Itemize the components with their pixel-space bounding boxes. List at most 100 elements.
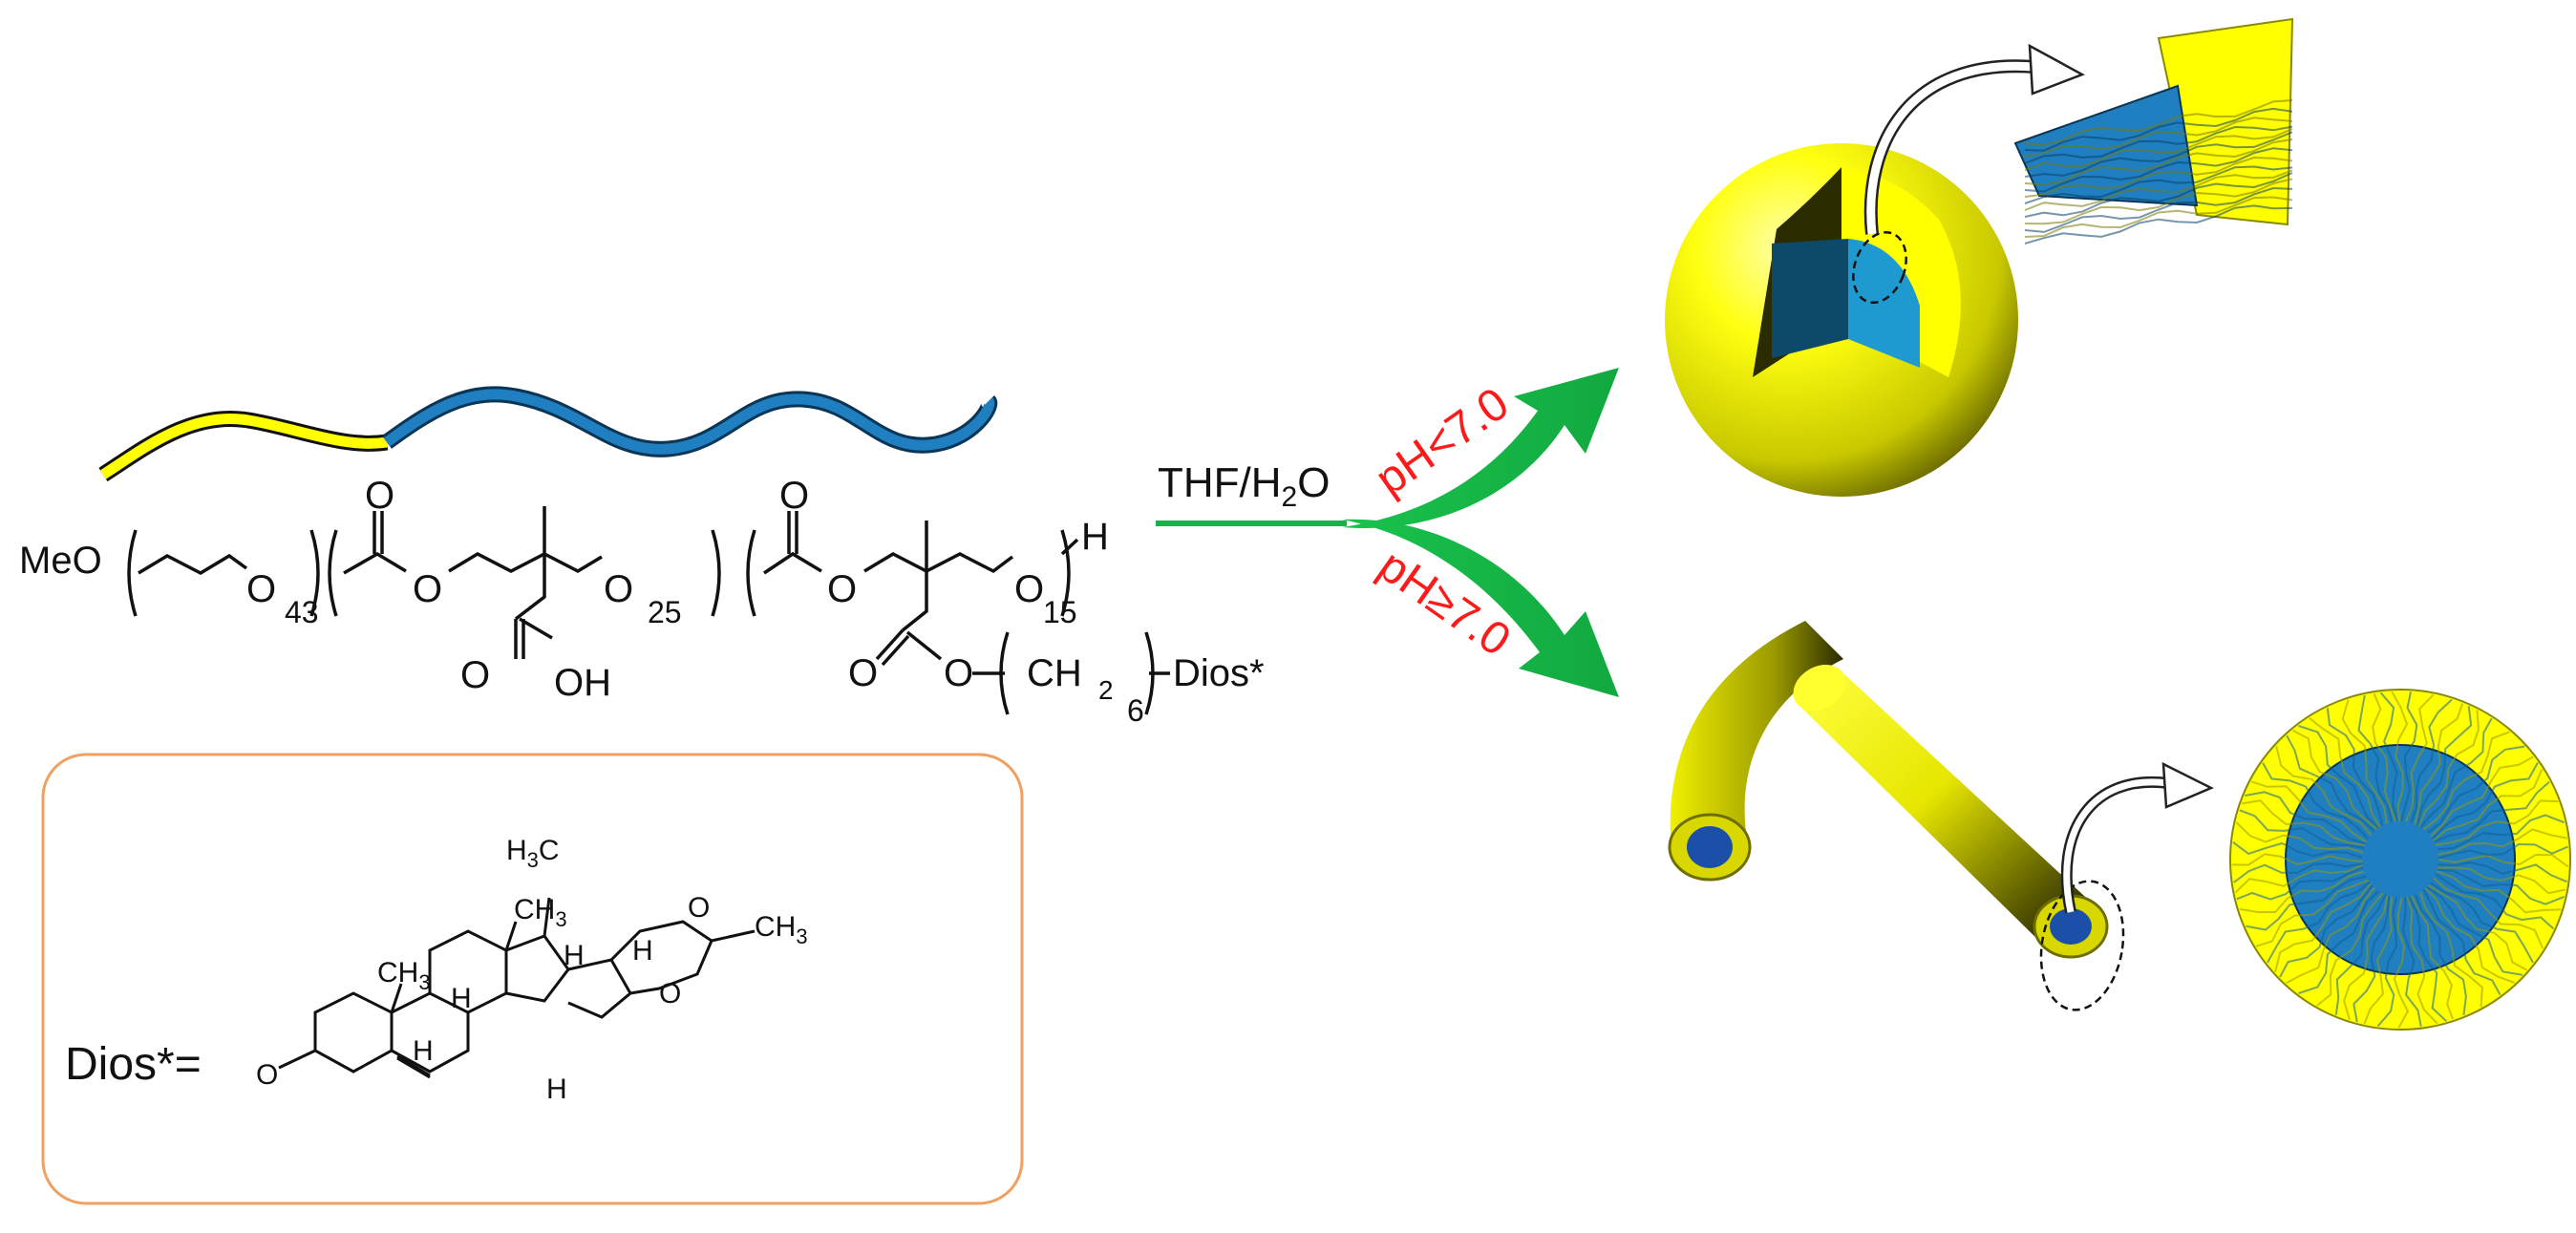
h-c8: H — [451, 983, 472, 1014]
cross-section-strands — [2232, 691, 2569, 1029]
label-alkyl-repeat: 6 — [1127, 693, 1144, 728]
acid-arm — [514, 554, 546, 621]
cross-section-strand — [2433, 877, 2544, 949]
cross-section-strand — [2414, 703, 2464, 825]
zoom-arrow-rod-fill — [2063, 778, 2169, 913]
cross-section-strand — [2416, 706, 2473, 826]
label-ester-o3: O — [944, 652, 973, 694]
ring-c — [428, 929, 508, 1014]
cross-section-strand — [2298, 724, 2380, 829]
cross-section-strand — [2286, 886, 2375, 985]
methyl-c25 — [711, 929, 756, 943]
methyl-c20 — [543, 897, 551, 937]
core-blue-cut — [1848, 239, 1920, 368]
bracket-peg-right — [309, 529, 320, 617]
arrow-down-basic — [1342, 519, 1619, 697]
bundle-strand — [2024, 169, 2293, 211]
cross-section-strand — [2438, 861, 2567, 883]
label-block3-o: O — [1014, 568, 1044, 610]
cross-section-strand — [2379, 691, 2399, 822]
cross-section-strand — [2267, 882, 2371, 964]
ester-o-bond — [905, 630, 943, 661]
straight-rod-core — [2050, 908, 2092, 945]
cross-section-strand — [2334, 894, 2387, 1015]
cross-section-strand — [2430, 882, 2534, 964]
label-acid-oh: OH — [554, 662, 611, 704]
chain-bundle-zoom — [2013, 17, 2294, 244]
arrow-up-acidic — [1342, 368, 1619, 529]
label-acid-o: O — [460, 654, 490, 696]
cross-section-strand — [2341, 699, 2388, 824]
bracket-block3-right — [1060, 529, 1071, 617]
cross-section-strand — [2427, 884, 2528, 971]
cross-section-strand — [2239, 870, 2365, 913]
cross-section-strand — [2404, 693, 2435, 822]
cross-section-strand — [2234, 863, 2363, 894]
cross-section-strand — [2419, 717, 2493, 828]
cross-section-strand — [2424, 887, 2516, 984]
spherical-micelle — [1665, 43, 2085, 497]
core-dark-face — [1772, 239, 1848, 358]
straight-rod-top — [1793, 665, 1846, 711]
peg-bonds — [138, 553, 248, 576]
block3-bonds-b — [863, 551, 1014, 574]
bundle-strand — [2024, 107, 2293, 152]
bracket-block2-right — [711, 529, 721, 617]
cross-section-strand — [2437, 866, 2566, 895]
bundle-strand — [2024, 204, 2293, 244]
polymer-cartoon — [98, 386, 998, 482]
cross-section-strand — [2408, 896, 2447, 1023]
me-c13: CH3 — [514, 894, 567, 931]
bundle-strand — [2024, 131, 2293, 178]
h-c16: H — [632, 935, 653, 967]
cross-section-strand — [2435, 799, 2559, 846]
cross-section-strand — [2430, 755, 2534, 838]
cross-section-strand — [2437, 814, 2565, 851]
bracket-block3-left — [746, 529, 756, 617]
label-alkyl-sub: 2 — [1098, 675, 1114, 705]
cross-section-strand — [2426, 886, 2523, 976]
bundle-strand — [2024, 156, 2293, 198]
zoom-region-sphere — [1852, 230, 1907, 305]
cross-section-strand — [2431, 762, 2539, 840]
o-hydroxyl: O — [256, 1059, 278, 1091]
cross-section-strand — [2343, 895, 2389, 1021]
cross-section-strand — [2235, 821, 2363, 854]
bundle-strand — [2024, 165, 2293, 204]
acid-co — [514, 619, 525, 659]
cross-section-strand — [2316, 892, 2384, 1007]
h-c9: H — [413, 1035, 434, 1067]
carbonyl-2 — [787, 511, 798, 554]
cross-section-strand — [2432, 768, 2544, 841]
label-peg-repeat: 43 — [285, 595, 319, 629]
bracket-block2-left — [328, 529, 338, 617]
diosgenin-labels: CH3 CH3 H3C CH3 H H H H H O O O — [256, 835, 808, 1105]
methyl-c13 — [504, 921, 518, 951]
cross-section-strand — [2376, 897, 2398, 1028]
terminal-h-bond — [1060, 538, 1079, 556]
zoom-arrow-rod-head — [2161, 761, 2214, 809]
cross-section-strand — [2434, 780, 2550, 843]
label-ester-o2: O — [827, 568, 857, 610]
cross-section-strand — [2426, 745, 2525, 834]
me-c10: CH3 — [377, 957, 431, 994]
label-peg-o: O — [246, 568, 276, 610]
block3-bonds — [763, 551, 822, 575]
zoom-arrow-sphere-head — [2028, 43, 2085, 96]
cross-section-strand — [2239, 809, 2365, 849]
cross-section-strand — [2417, 710, 2480, 827]
ho-bond — [278, 1049, 316, 1070]
ring-a — [313, 991, 394, 1074]
cross-section-strand — [2438, 842, 2568, 860]
label-alkyl-ch: CH — [1027, 652, 1082, 694]
cross-section-strand — [2233, 862, 2363, 883]
label-carbonyl-o2: O — [779, 475, 809, 517]
micelle-cross-section — [2229, 689, 2571, 1031]
h-c17: H — [564, 940, 585, 971]
label-alkyl-end: Dios* — [1173, 652, 1265, 694]
cross-section-strand — [2246, 875, 2367, 931]
dios-definition-box — [41, 753, 1024, 1205]
ester-co — [875, 628, 910, 667]
me-c25: CH3 — [755, 911, 808, 948]
ring-b — [391, 991, 470, 1074]
